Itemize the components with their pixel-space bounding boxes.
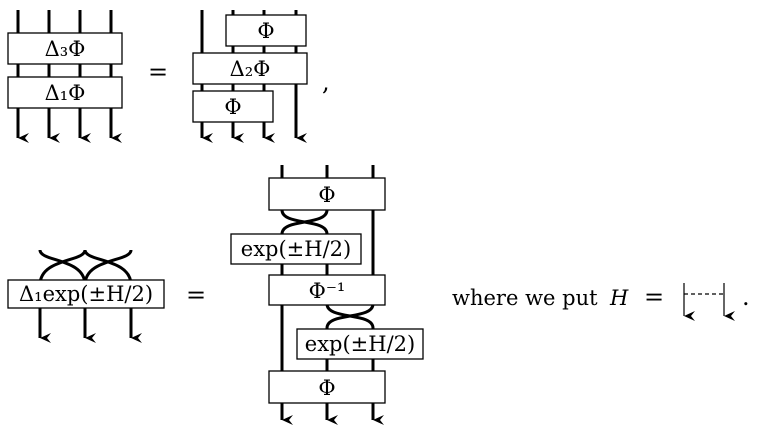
eq2-lhs-label: Δ₁exp(±H/2) xyxy=(19,282,153,306)
eq2-lhs-crossings xyxy=(38,249,133,286)
eq2-rhs-box4-label: exp(±H/2) xyxy=(305,332,415,356)
eq1-rhs: Φ Δ₂Φ Φ xyxy=(192,10,308,143)
eq1-lhs-bottom-label: Δ₁Φ xyxy=(45,81,86,105)
eq2-rhs-box4 xyxy=(296,328,424,360)
eq1-rhs-bottom-box xyxy=(192,90,274,123)
eq2-rhs-box2 xyxy=(230,233,362,265)
eq2-rhs-crossings xyxy=(276,209,379,329)
eq2-lhs-box xyxy=(7,279,165,309)
H-definition-diagram xyxy=(683,283,735,321)
eq2-rhs-box1-label: Φ xyxy=(318,183,335,207)
eq1-lhs-top-box xyxy=(7,32,123,65)
eq1-rhs-middle-box xyxy=(192,52,308,85)
eq2-rhs-box1 xyxy=(268,177,386,211)
eq2-rhs-box5 xyxy=(268,370,386,404)
eq1-lhs-bottom-box xyxy=(7,76,123,109)
where-text: where we put xyxy=(452,286,598,310)
eq1-equals-sign: = xyxy=(148,58,168,86)
eq1-comma: , xyxy=(322,68,330,96)
eq2-rhs-box3 xyxy=(268,274,386,306)
H-equals-sign: = xyxy=(644,283,664,311)
eq2-rhs-box2-label: exp(±H/2) xyxy=(241,237,351,261)
eq2-rhs-box3-label: Φ⁻¹ xyxy=(309,279,346,303)
eq2-rhs-box5-label: Φ xyxy=(318,376,335,400)
eq1-lhs: Δ₃Φ Δ₁Φ xyxy=(7,10,123,143)
eq1-rhs-bottom-label: Φ xyxy=(224,95,241,119)
eq1-rhs-top-box xyxy=(225,14,307,47)
eq2-rhs: Φ exp(±H/2) Φ⁻¹ exp(±H/2) Φ xyxy=(230,165,424,425)
H-symbol: H xyxy=(609,286,629,310)
eq1-rhs-top-label: Φ xyxy=(257,19,274,43)
eq2-period: . xyxy=(742,283,750,311)
eq1-rhs-middle-label: Δ₂Φ xyxy=(230,57,271,81)
eq1-lhs-top-label: Δ₃Φ xyxy=(45,37,86,61)
eq1-lhs-strands xyxy=(16,10,122,143)
eq2-equals-sign: = xyxy=(186,281,206,309)
eq2-lhs: Δ₁exp(±H/2) xyxy=(7,249,165,343)
eq2-lhs-strands xyxy=(38,305,142,343)
